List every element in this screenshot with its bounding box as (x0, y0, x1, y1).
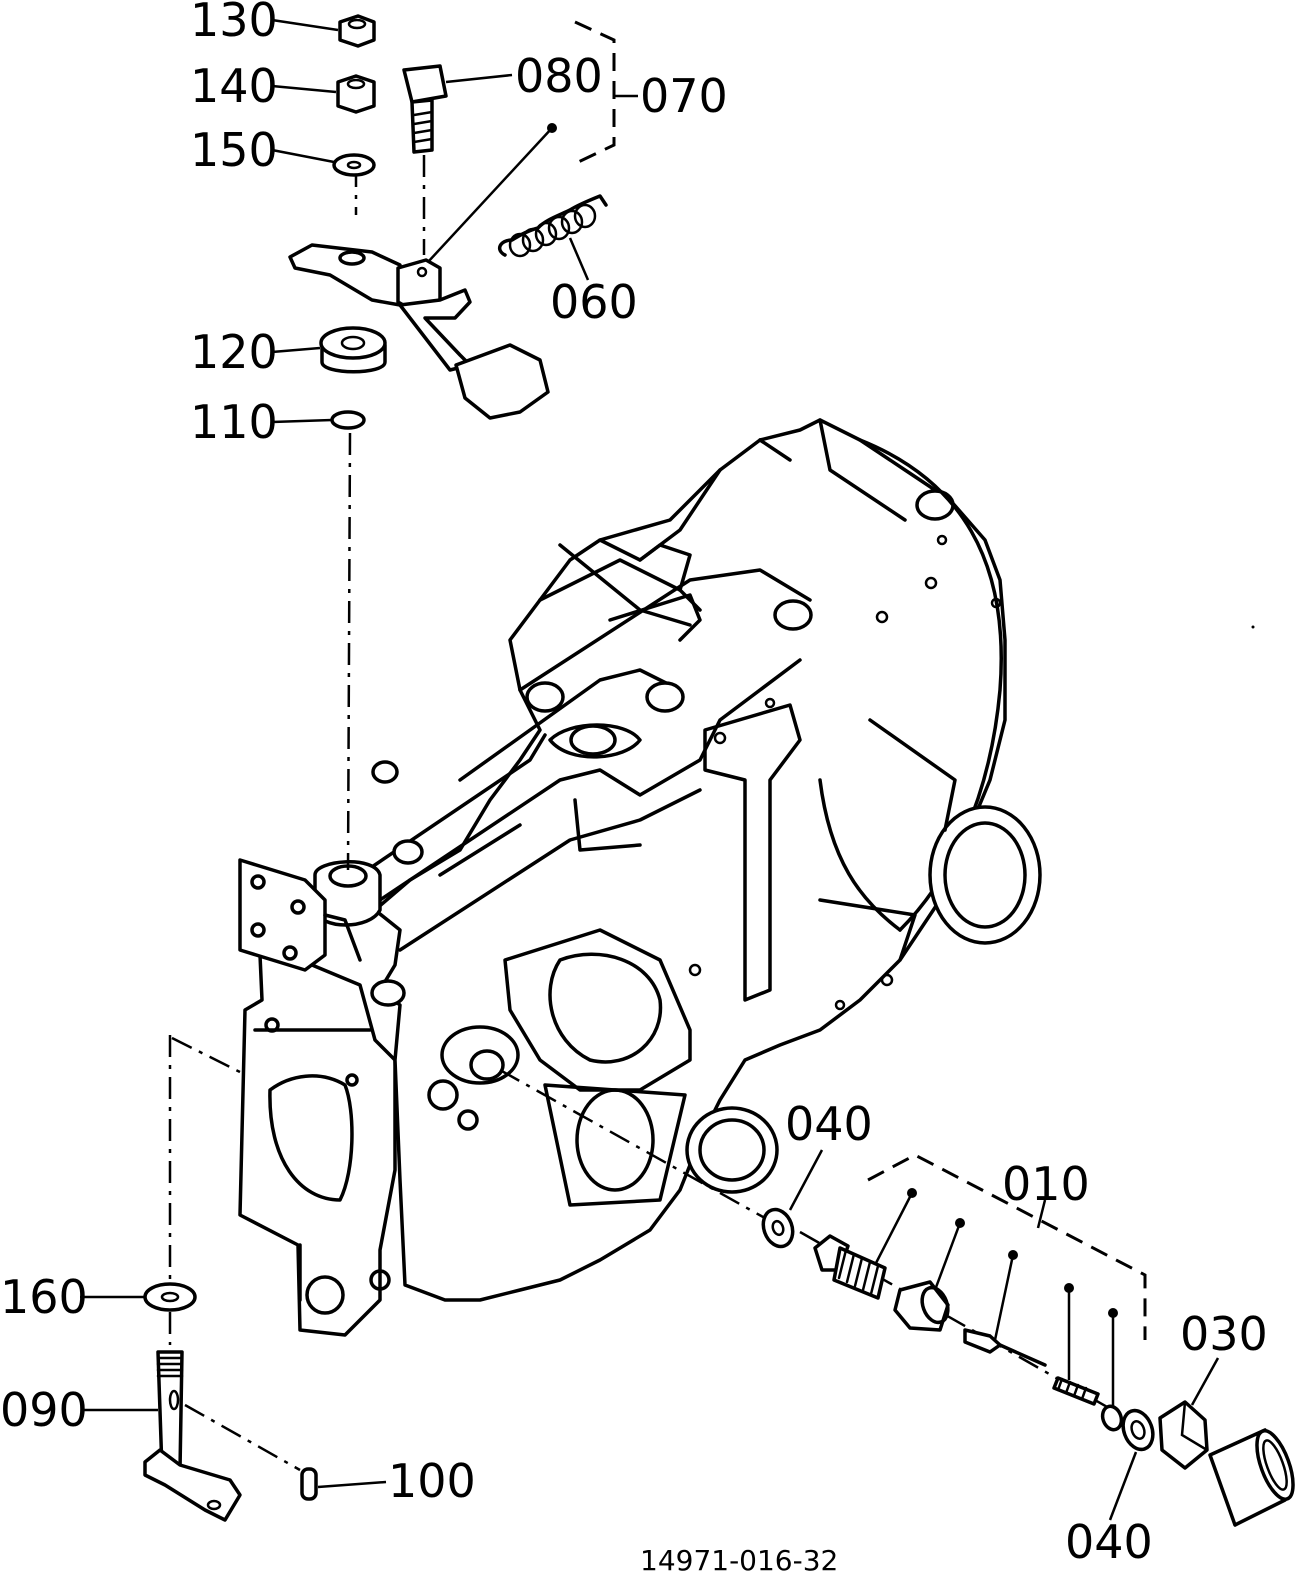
o-ring-110-icon (330, 410, 366, 430)
washer-040-lower-icon (1121, 1408, 1155, 1452)
collar-120-icon (319, 326, 387, 374)
callout-110: 110 (190, 395, 278, 449)
callout-140: 140 (190, 59, 278, 113)
pin-100-icon (300, 1467, 318, 1501)
lever-assembly (288, 14, 638, 871)
callout-070: 070 (640, 69, 728, 123)
valve-assembly (499, 1068, 1295, 1527)
document-id: 14971-016-32 (640, 1544, 838, 1577)
callout-010: 010 (1002, 1157, 1090, 1211)
spring-060-icon (497, 194, 608, 258)
callout-labels: 130 140 150 080 070 060 120 110 040 010 … (0, 0, 1268, 1577)
callout-150: 150 (190, 123, 278, 177)
shaft-assembly (143, 1035, 318, 1522)
callout-100: 100 (388, 1454, 476, 1508)
callout-040-upper: 040 (785, 1097, 873, 1151)
gear-case-housing (238, 418, 1042, 1337)
callout-030: 030 (1180, 1307, 1268, 1361)
leader-lines (80, 18, 1220, 1521)
callout-040-lower: 040 (1065, 1515, 1153, 1569)
washer-040-upper-icon (761, 1207, 795, 1249)
bolt-080-icon (402, 64, 448, 104)
callout-130: 130 (190, 0, 278, 47)
callout-090: 090 (0, 1383, 88, 1437)
washer-160-icon (143, 1282, 197, 1312)
callout-120: 120 (190, 325, 278, 379)
washer-150-icon (332, 153, 376, 177)
callout-060: 060 (550, 275, 638, 329)
nut-140-icon (336, 74, 376, 114)
callout-080: 080 (515, 49, 603, 103)
callout-160: 160 (0, 1270, 88, 1324)
